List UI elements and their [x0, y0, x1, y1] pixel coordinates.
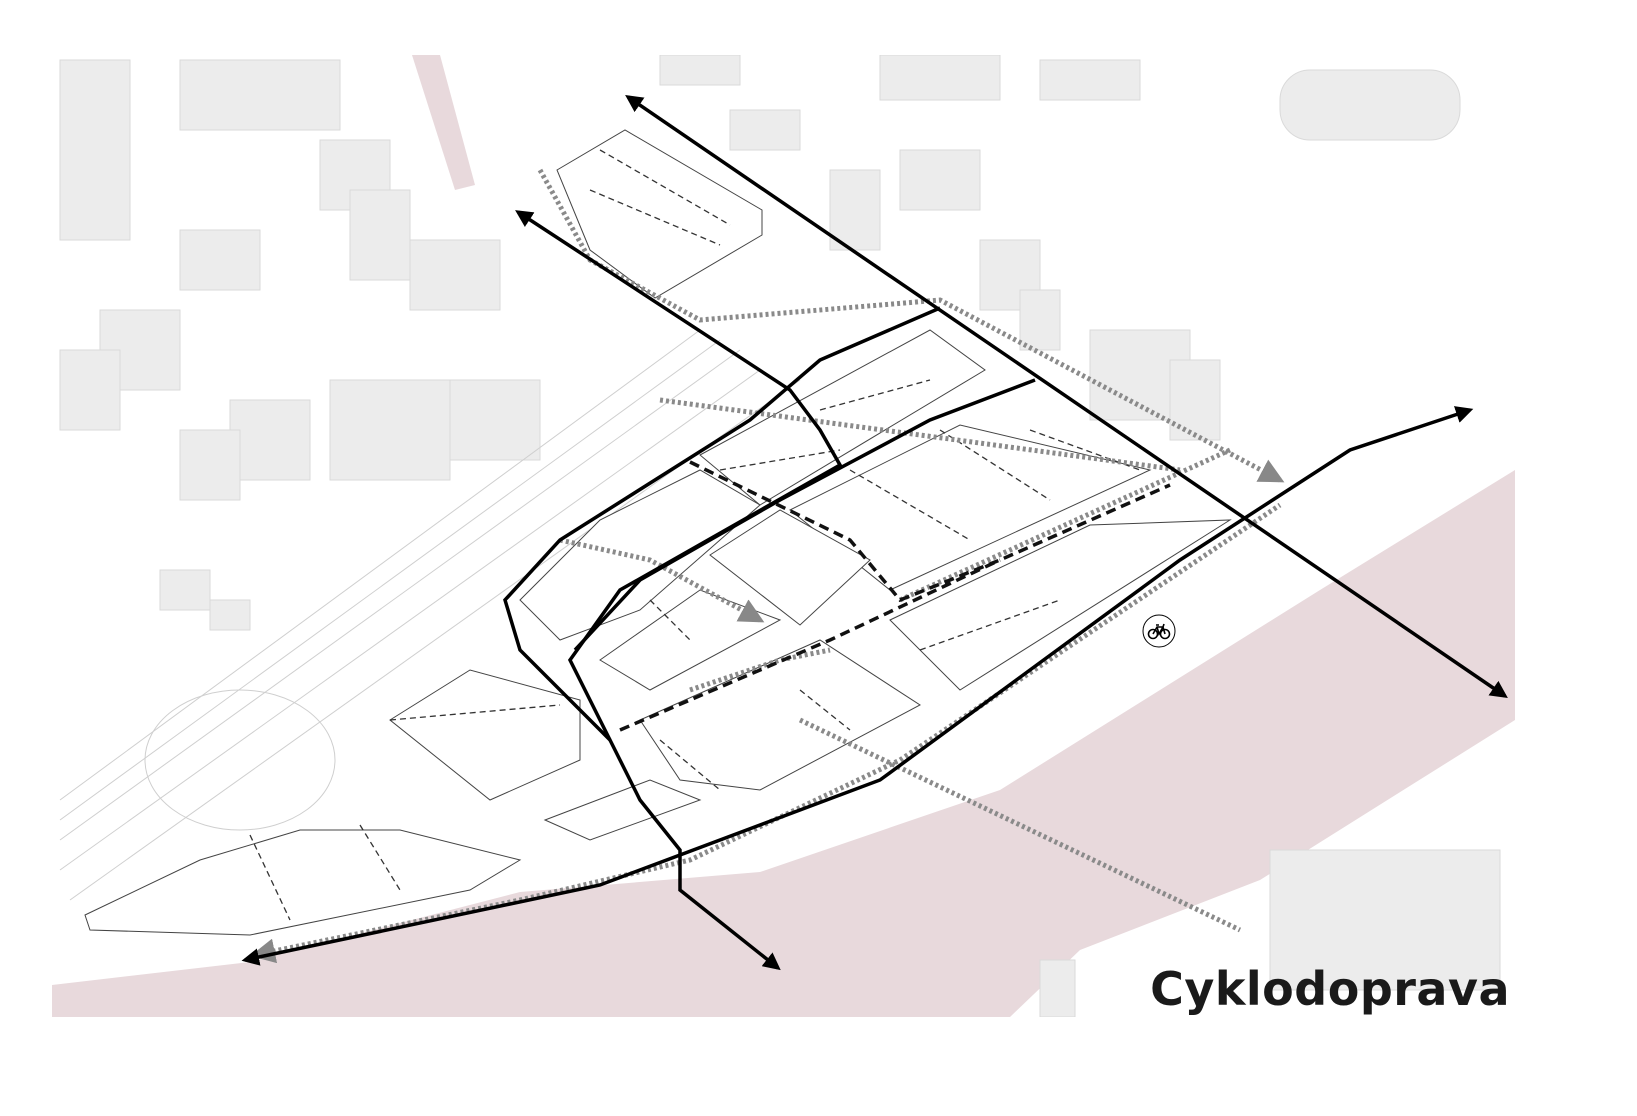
route-loop	[503, 306, 941, 742]
main-cycling-routes	[241, 95, 1508, 971]
route-station	[515, 210, 843, 971]
river-canal	[412, 55, 475, 190]
bicycle-icon	[1142, 614, 1176, 648]
route-middle	[573, 378, 1036, 652]
map-title: Cyklodoprava	[1150, 962, 1510, 1016]
